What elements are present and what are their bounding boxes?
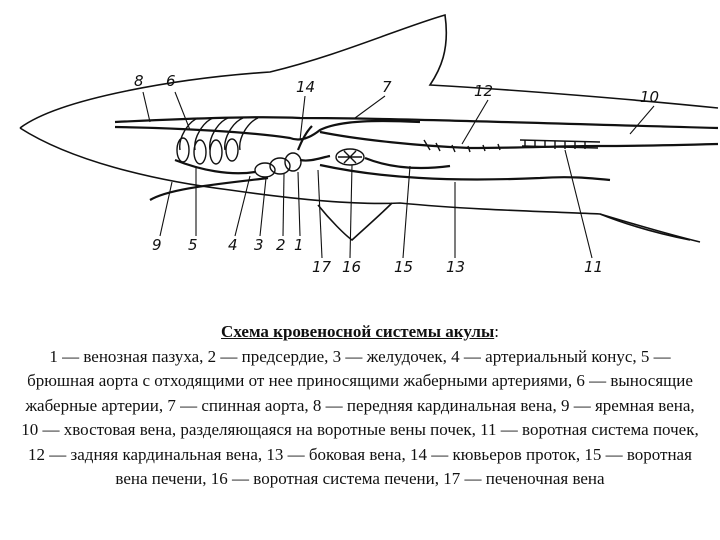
jugular-vein — [149, 176, 269, 201]
label-6: 6 — [166, 72, 176, 90]
label-5: 5 — [188, 236, 198, 254]
posterior-cardinal-vein — [319, 130, 601, 150]
caudal-vein — [599, 142, 719, 148]
cuvier-duct — [296, 125, 313, 151]
heart — [254, 152, 302, 178]
caption-body: 1 — венозная пазуха, 2 — предсердие, 3 —… — [21, 346, 699, 489]
anterior-cardinal-vein — [114, 119, 421, 141]
label-17: 17 — [312, 258, 332, 276]
label-16: 16 — [342, 258, 361, 276]
label-12: 12 — [474, 82, 493, 100]
afferent-branchial-arteries — [176, 137, 239, 165]
label-2: 2 — [276, 236, 286, 254]
dorsal-aorta — [114, 116, 719, 130]
shark-body-outline — [19, 13, 719, 243]
label-11: 11 — [584, 258, 603, 276]
posterior-cardinal-branches — [423, 139, 501, 153]
label-3: 3 — [254, 236, 264, 254]
label-4: 4 — [228, 236, 238, 254]
label-9: 9 — [152, 236, 162, 254]
hepatic-portal-system — [335, 148, 365, 166]
shark-circulatory-diagram: 8 6 14 7 12 10 9 5 4 3 2 1 17 16 15 13 1… — [19, 13, 719, 276]
label-8: 8 — [134, 72, 144, 90]
label-10: 10 — [640, 88, 659, 106]
ventral-aorta — [174, 158, 256, 175]
hepatic-vein — [299, 154, 331, 162]
label-13: 13 — [446, 258, 465, 276]
label-7: 7 — [382, 78, 392, 96]
figure-caption: Схема кровеносной системы акулы: 1 — вен… — [20, 320, 700, 492]
lateral-vein — [319, 163, 611, 182]
leader-lines — [142, 91, 655, 259]
label-1: 1 — [294, 236, 304, 254]
label-15: 15 — [394, 258, 413, 276]
renal-portal-system — [519, 139, 601, 149]
caption-title-colon: : — [494, 322, 499, 341]
label-14: 14 — [296, 78, 315, 96]
hepatic-portal-vein — [364, 156, 451, 170]
caption-title: Схема кровеносной системы акулы — [221, 322, 495, 341]
